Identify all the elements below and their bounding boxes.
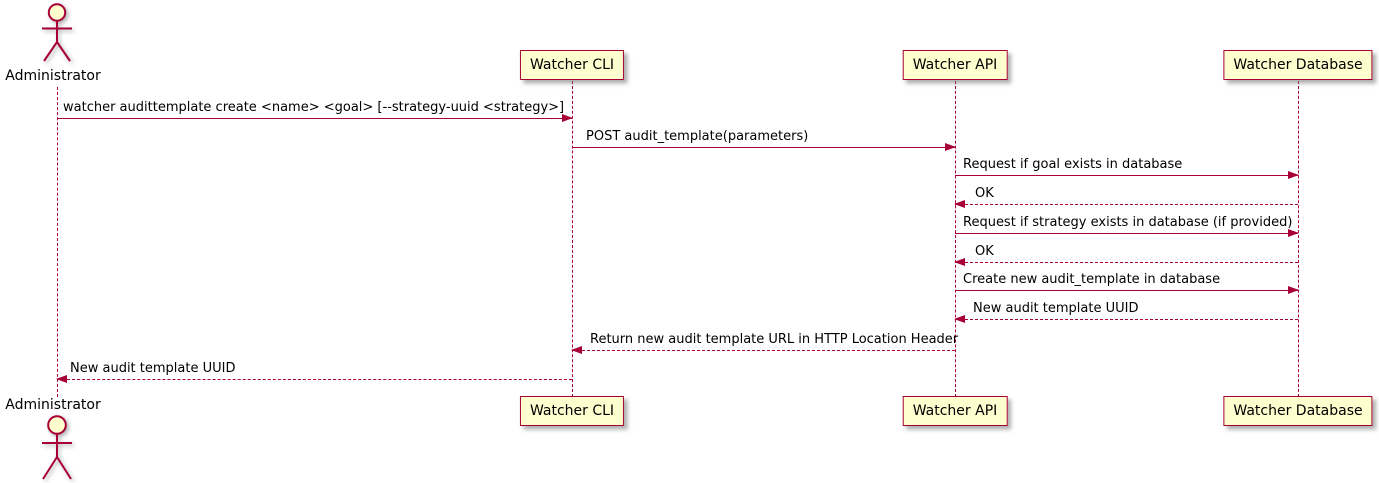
message-line-2: [572, 143, 956, 151]
lifeline-watcher-cli: [571, 81, 573, 397]
message-label-3: Request if goal exists in database: [963, 157, 1183, 172]
lifeline-watcher-database: [1297, 81, 1299, 397]
message-label-4: OK: [975, 186, 994, 201]
message-line-5: [955, 229, 1299, 237]
administrator-label-bottom: Administrator: [5, 397, 101, 413]
administrator-actor-icon-top: [42, 3, 72, 62]
participant-watcher-cli-top: Watcher CLI: [519, 50, 625, 80]
message-label-9: Return new audit template URL in HTTP Lo…: [590, 332, 959, 347]
message-label-1: watcher audittemplate create <name> <goa…: [63, 100, 565, 115]
message-line-4: [954, 200, 1298, 208]
participant-watcher-api-top: Watcher API: [902, 50, 1008, 80]
message-label-8: New audit template UUID: [973, 301, 1139, 316]
message-line-6: [954, 258, 1298, 266]
participant-watcher-api-bottom: Watcher API: [902, 396, 1008, 426]
participant-watcher-cli-bottom: Watcher CLI: [519, 396, 625, 426]
message-label-7: Create new audit_template in database: [963, 272, 1221, 287]
message-line-3: [955, 171, 1299, 179]
message-line-7: [955, 286, 1299, 294]
lifeline-administrator: [56, 87, 58, 397]
administrator-label-top: Administrator: [5, 68, 101, 84]
message-label-6: OK: [975, 244, 994, 259]
lifeline-watcher-api: [954, 81, 956, 397]
message-line-8: [954, 315, 1298, 323]
message-label-2: POST audit_template(parameters): [586, 129, 809, 144]
participant-watcher-database-bottom: Watcher Database: [1223, 396, 1373, 426]
message-line-10: [56, 375, 572, 383]
message-label-10: New audit template UUID: [70, 361, 236, 376]
participant-watcher-database-top: Watcher Database: [1223, 50, 1373, 80]
message-line-1: [57, 114, 573, 122]
message-line-9: [571, 346, 955, 354]
administrator-actor-icon-bottom: [42, 415, 72, 480]
message-label-5: Request if strategy exists in database (…: [963, 215, 1293, 230]
